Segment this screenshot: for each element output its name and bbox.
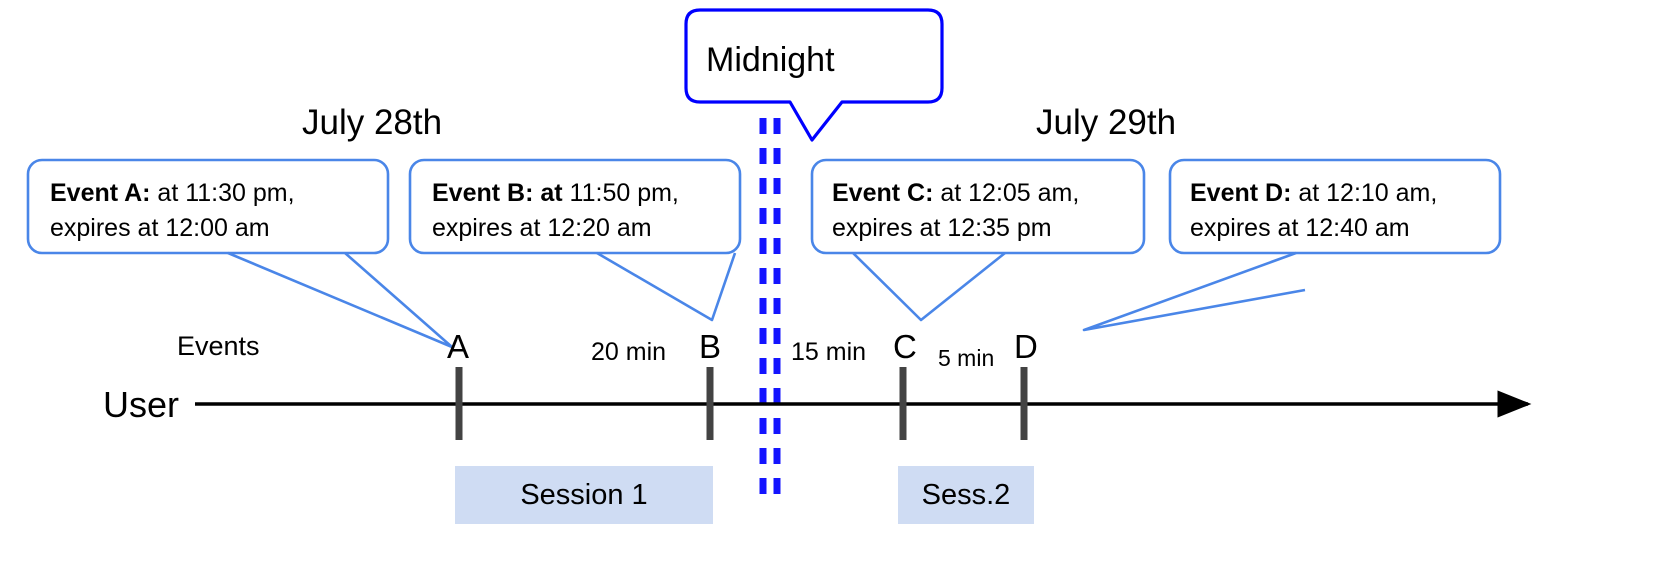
- event-a-line2: expires at 12:00 am: [50, 214, 270, 242]
- event-c-bold: Event C:: [832, 179, 934, 207]
- session-box-2: Sess.2: [898, 466, 1034, 524]
- date-label-right: July 29th: [1036, 103, 1177, 142]
- event-d-line2: expires at 12:40 am: [1190, 214, 1410, 242]
- tick-label-b: B: [699, 328, 722, 365]
- event-a-bold: Event A:: [50, 179, 151, 207]
- axis-row-label-user: User: [103, 384, 180, 425]
- date-label-left: July 28th: [302, 103, 443, 142]
- event-d-callout-text: Event D: at 12:10 am, expires at 12:40 a…: [1190, 176, 1437, 246]
- tick-label-a: A: [447, 328, 470, 365]
- session-box-1: Session 1: [455, 466, 713, 524]
- event-c-line1-rest: at 12:05 am,: [933, 179, 1080, 207]
- event-b-bold: Event B: at: [432, 179, 563, 207]
- event-a-callout-shape: [26, 158, 454, 349]
- gap-label-cd: 5 min: [938, 345, 995, 371]
- event-d-line1-rest: at 12:10 am,: [1291, 179, 1438, 207]
- event-d-callout-shape: [1082, 158, 1502, 332]
- event-c-line2: expires at 12:35 pm: [832, 214, 1052, 242]
- event-c-callout-text: Event C: at 12:05 am, expires at 12:35 p…: [832, 176, 1079, 246]
- event-a-callout-text: Event A: at 11:30 pm, expires at 12:00 a…: [50, 176, 295, 246]
- event-b-line2: expires at 12:20 am: [432, 214, 652, 242]
- timeline-ticks: [455, 367, 1028, 440]
- event-b-callout-text: Event B: at 11:50 pm, expires at 12:20 a…: [432, 176, 679, 246]
- event-c-callout-shape: [810, 158, 1146, 322]
- event-b-callout-shape: [408, 158, 742, 322]
- event-d-bold: Event D:: [1190, 179, 1292, 207]
- midnight-callout-shape: [684, 8, 944, 142]
- session-2-label: Sess.2: [921, 478, 1011, 511]
- midnight-dashed-lines: [759, 118, 781, 495]
- midnight-label: Midnight: [706, 41, 835, 79]
- axis-row-label-events: Events: [177, 331, 260, 361]
- event-a-line1-rest: at 11:30 pm,: [150, 179, 295, 207]
- event-b-line1-rest: 11:50 pm,: [562, 179, 679, 207]
- session-1-label: Session 1: [520, 478, 648, 511]
- gap-label-ab: 20 min: [591, 338, 667, 366]
- tick-label-d: D: [1014, 328, 1038, 365]
- gap-label-bc: 15 min: [791, 338, 867, 366]
- tick-label-c: C: [893, 328, 917, 365]
